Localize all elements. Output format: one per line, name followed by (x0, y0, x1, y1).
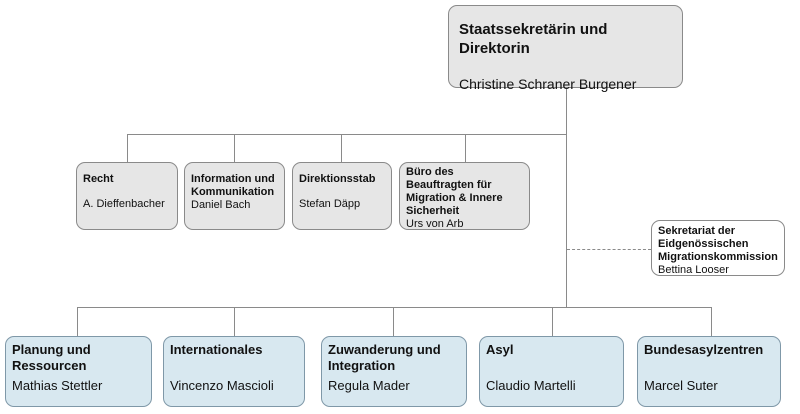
connector-division-drop (711, 307, 712, 336)
connector-commission-dashed (567, 249, 651, 250)
division-name: Mathias Stettler (12, 378, 103, 393)
staff-box-information[interactable]: Information und Kommunikation Daniel Bac… (184, 162, 285, 230)
head-box[interactable]: Staatssekretärin und Direktorin Christin… (448, 5, 683, 92)
staff-title: Information und Kommunikation (191, 173, 275, 198)
staff-name: Urs von Arb (406, 218, 464, 230)
division-box-bundesasylzentren[interactable]: Bundesasylzentren Marcel Suter (637, 336, 781, 407)
division-name: Claudio Martelli (486, 378, 576, 393)
division-box-asyl[interactable]: Asyl Claudio Martelli (479, 336, 624, 407)
connector-staff-drop (465, 134, 466, 162)
division-name: Vincenzo Mascioli (170, 378, 274, 393)
division-title: Bundesasylzentren (644, 342, 764, 357)
division-title: Planung und Ressourcen (12, 342, 91, 373)
commission-name: Bettina Looser (658, 264, 729, 276)
head-name: Christine Schraner Burgener (459, 76, 637, 92)
connector-staff-drop (341, 134, 342, 162)
staff-box-direktionsstab[interactable]: Direktionsstab Stefan Däpp (292, 162, 392, 230)
division-box-planung[interactable]: Planung und Ressourcen Mathias Stettler (5, 336, 152, 407)
connector-division-drop (77, 307, 78, 336)
commission-box[interactable]: Sekretariat der Eidgenössischen Migratio… (651, 220, 785, 276)
staff-name: A. Dieffenbacher (83, 198, 165, 210)
connector-staff-drop (234, 134, 235, 162)
commission-title: Sekretariat der Eidgenössischen Migratio… (658, 225, 778, 263)
connector-division-drop (393, 307, 394, 336)
head-title: Staatssekretärin und Direktorin (459, 21, 608, 57)
division-title: Internationales (170, 342, 263, 357)
division-title: Zuwanderung und Integration (328, 342, 441, 373)
division-title: Asyl (486, 342, 514, 357)
division-name: Marcel Suter (644, 378, 718, 393)
staff-box-buero[interactable]: Büro des Beauftragten für Migration & In… (399, 162, 530, 230)
staff-box-recht[interactable]: Recht A. Dieffenbacher (76, 162, 178, 230)
connector-staff-drop (127, 134, 128, 162)
staff-title: Büro des Beauftragten für Migration & In… (406, 166, 503, 217)
division-box-internationales[interactable]: Internationales Vincenzo Mascioli (163, 336, 305, 407)
staff-name: Stefan Däpp (299, 198, 361, 210)
connector-division-drop (552, 307, 553, 336)
staff-title: Recht (83, 173, 114, 185)
connector-divisions-horizontal (77, 307, 712, 308)
division-name: Regula Mader (328, 378, 410, 393)
connector-main-vertical (566, 88, 567, 307)
connector-staff-horizontal (127, 134, 567, 135)
connector-division-drop (234, 307, 235, 336)
staff-name: Daniel Bach (191, 199, 251, 211)
division-box-zuwanderung[interactable]: Zuwanderung und Integration Regula Mader (321, 336, 467, 407)
staff-title: Direktionsstab (299, 173, 376, 185)
